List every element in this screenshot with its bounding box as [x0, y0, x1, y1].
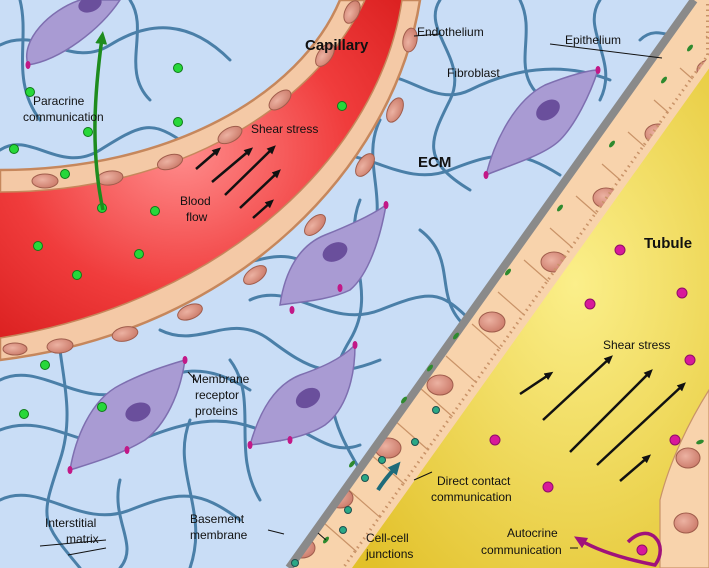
paracrine-signals — [9, 63, 347, 419]
label-tubule: Tubule — [644, 235, 692, 252]
label-shear-stress-capillary: Shear stress — [251, 122, 318, 136]
label-membrane-2: receptor — [195, 388, 239, 402]
label-blood-flow-2: flow — [186, 210, 208, 224]
label-cell-cell-2: junctions — [365, 547, 413, 561]
label-paracrine-2: communication — [23, 110, 104, 124]
direct-contact-arrow — [376, 461, 401, 492]
label-shear-stress-tubule: Shear stress — [603, 338, 670, 352]
direct-contact-signals — [291, 406, 440, 567]
label-cell-cell-1: Cell-cell — [366, 531, 409, 545]
fibroblast-nuclei — [78, 0, 560, 422]
label-membrane-3: proteins — [195, 404, 238, 418]
tubule — [285, 0, 709, 568]
label-direct-contact-1: Direct contact — [437, 474, 511, 488]
label-capillary: Capillary — [305, 37, 369, 54]
endothelial-nuclei — [2, 0, 418, 356]
label-direct-contact-2: communication — [431, 490, 512, 504]
label-interstitial-2: matrix — [66, 532, 99, 546]
label-epithelium: Epithelium — [565, 33, 621, 47]
label-paracrine-1: Paracrine — [33, 94, 85, 108]
label-basement-2: membrane — [190, 528, 248, 542]
autocrine-signals — [489, 244, 696, 556]
label-basement-1: Basement — [190, 512, 245, 526]
label-fibroblast: Fibroblast — [447, 66, 500, 80]
label-endothelium: Endothelium — [417, 25, 484, 39]
capillary — [0, 0, 422, 362]
membrane-receptors — [25, 61, 601, 474]
leader-lines — [39, 33, 663, 556]
label-membrane-1: Membrane — [192, 372, 250, 386]
fibroblast — [25, 0, 121, 66]
label-ecm: ECM — [418, 154, 451, 171]
label-interstitial-1: Interstitial — [45, 516, 96, 530]
label-autocrine-1: Autocrine — [507, 526, 558, 540]
basement-membrane — [285, 0, 698, 568]
tubule-lumen — [352, 0, 709, 568]
label-autocrine-2: communication — [481, 543, 562, 557]
autocrine-arrow — [573, 531, 662, 567]
paracrine-arrow — [93, 31, 108, 211]
blood-flow-arrows — [195, 145, 281, 219]
capillary-lumen — [0, 0, 402, 338]
tubule-flow-arrows — [519, 355, 686, 482]
label-blood-flow-1: Blood — [180, 194, 211, 208]
